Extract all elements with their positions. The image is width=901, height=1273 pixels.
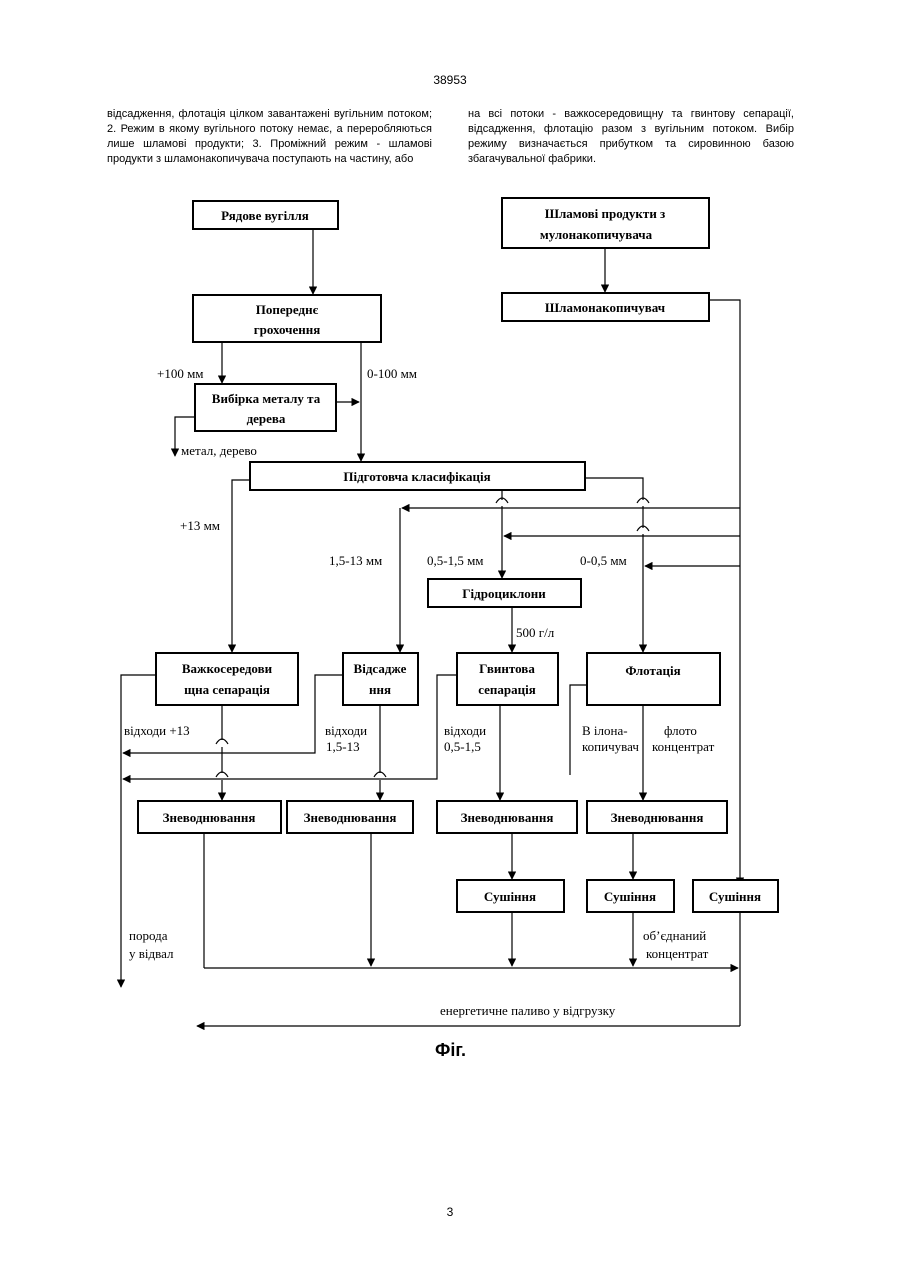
box-metal-pick-line1: Вибірка металу та: [212, 391, 321, 406]
box-flotation: Флотація: [587, 653, 720, 705]
box-spiral-line1: Гвинтова: [479, 661, 535, 676]
label-waste-1-5-13-a: відходи: [325, 723, 367, 738]
box-dewater-1-label: Зневоднювання: [163, 810, 256, 825]
box-flotation-label: Флотація: [625, 663, 680, 678]
label-plus13: +13 мм: [180, 518, 220, 533]
label-waste-0-5-1-5-b: 0,5-1,5: [444, 739, 481, 754]
box-drying-1: Сушіння: [457, 880, 564, 912]
box-sludge-storage: Шламонакопичувач: [502, 293, 709, 321]
label-rock-b: у відвал: [129, 946, 174, 961]
box-raw-coal-label: Рядове вугілля: [221, 208, 309, 223]
label-0-0-5: 0-0,5 мм: [580, 553, 627, 568]
label-fuel: енергетичне паливо у відгрузку: [440, 1003, 616, 1018]
box-sludge-products-line1: Шламові продукти з: [545, 206, 666, 221]
label-0-100: 0-100 мм: [367, 366, 417, 381]
label-waste-13: відходи +13: [124, 723, 190, 738]
label-metal-wood: метал, дерево: [181, 443, 257, 458]
box-prescreen: Попереднє грохочення: [193, 295, 381, 342]
box-drying-2: Сушіння: [587, 880, 674, 912]
box-prep-classification: Підготовча класифікація: [250, 462, 585, 490]
box-dewater-3-label: Зневоднювання: [461, 810, 554, 825]
label-flot-conc-b: концентрат: [652, 739, 715, 754]
label-to-sludge-b: копичувач: [582, 739, 639, 754]
box-heavy-media-line1: Важкосередови: [182, 661, 273, 676]
label-rock-a: порода: [129, 928, 168, 943]
box-dewater-4: Зневоднювання: [587, 801, 727, 833]
label-waste-0-5-1-5-a: відходи: [444, 723, 486, 738]
page-number: 3: [400, 1205, 500, 1219]
box-drying-1-label: Сушіння: [484, 889, 536, 904]
label-combined-a: об’єднаний: [643, 928, 706, 943]
box-dewater-2-label: Зневоднювання: [304, 810, 397, 825]
label-flot-conc-a: флото: [664, 723, 697, 738]
label-waste-1-5-13-b: 1,5-13: [326, 739, 360, 754]
label-0-5-1-5: 0,5-1,5 мм: [427, 553, 484, 568]
box-jigging: Відсадже ння: [343, 653, 418, 705]
box-sludge-products: Шламові продукти з мулонакопичувача: [502, 198, 709, 248]
box-raw-coal: Рядове вугілля: [193, 201, 338, 229]
box-jigging-line2: ння: [369, 682, 391, 697]
box-prescreen-line2: грохочення: [254, 322, 321, 337]
box-dewater-2: Зневоднювання: [287, 801, 413, 833]
box-spiral: Гвинтова сепарація: [457, 653, 558, 705]
label-1-5-13: 1,5-13 мм: [329, 553, 382, 568]
box-dewater-1: Зневоднювання: [138, 801, 281, 833]
label-combined-b: концентрат: [646, 946, 709, 961]
box-prescreen-line1: Попереднє: [256, 302, 319, 317]
box-jigging-line1: Відсадже: [354, 661, 407, 676]
box-dewater-3: Зневоднювання: [437, 801, 577, 833]
box-hydrocyclones-label: Гідроциклони: [462, 586, 546, 601]
box-heavy-media-line2: щна сепарація: [184, 682, 270, 697]
box-drying-3: Сушіння: [693, 880, 778, 912]
label-500-gl: 500 г/л: [516, 625, 555, 640]
box-sludge-products-line2: мулонакопичувача: [540, 227, 653, 242]
box-dewater-4-label: Зневоднювання: [611, 810, 704, 825]
box-spiral-line2: сепарація: [478, 682, 536, 697]
figure-caption: Фіг.: [0, 1040, 901, 1061]
box-drying-3-label: Сушіння: [709, 889, 761, 904]
box-drying-2-label: Сушіння: [604, 889, 656, 904]
label-plus100: +100 мм: [157, 366, 204, 381]
box-metal-pick-line2: дерева: [247, 411, 286, 426]
box-prep-classification-label: Підготовча класифікація: [343, 469, 490, 484]
box-heavy-media: Важкосередови щна сепарація: [156, 653, 298, 705]
box-metal-pick: Вибірка металу та дерева: [195, 384, 336, 431]
box-sludge-storage-label: Шламонакопичувач: [545, 300, 665, 315]
box-hydrocyclones: Гідроциклони: [428, 579, 581, 607]
label-to-sludge-a: В ілона-: [582, 723, 628, 738]
